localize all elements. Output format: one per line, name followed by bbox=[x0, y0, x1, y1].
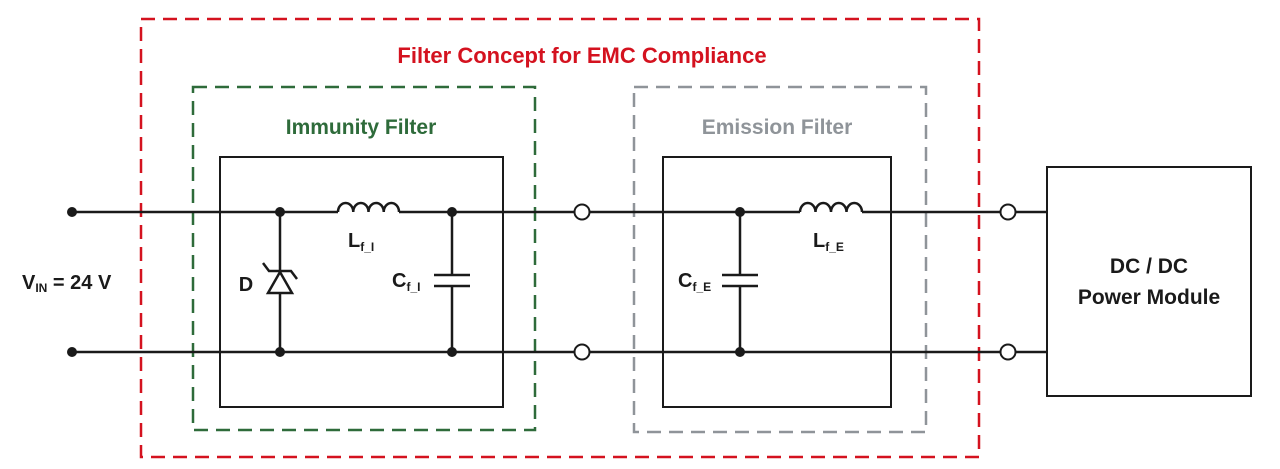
capacitor-cf-e-main: C bbox=[678, 270, 692, 292]
emission-filter-title: Emission Filter bbox=[702, 116, 853, 139]
capacitor-cf-i-main: C bbox=[392, 270, 406, 292]
input-terminal-bottom bbox=[67, 347, 77, 357]
connector-mid-bottom bbox=[573, 343, 591, 361]
emc-compliance-box bbox=[139, 17, 981, 459]
input-voltage-sub: IN bbox=[35, 281, 47, 295]
junction-cf-e-top bbox=[735, 207, 745, 217]
inductor-lf-e-main: L bbox=[813, 230, 825, 252]
inductor-lf-i bbox=[336, 201, 401, 213]
inductor-lf-e-label: Lf_E bbox=[813, 230, 844, 254]
junction-cf-i-bottom bbox=[447, 347, 457, 357]
input-terminal-top bbox=[67, 207, 77, 217]
immunity-filter-box bbox=[191, 85, 537, 432]
input-voltage-value: = 24 V bbox=[47, 272, 112, 294]
emission-filter-box bbox=[632, 85, 928, 434]
inductor-lf-e-sub: f_E bbox=[825, 240, 844, 254]
module-label-line1: DC / DC bbox=[1110, 255, 1188, 278]
junction-diode-bottom bbox=[275, 347, 285, 357]
junction-cf-i-top bbox=[447, 207, 457, 217]
module-label-line2: Power Module bbox=[1078, 286, 1220, 309]
junction-cf-e-bottom bbox=[735, 347, 745, 357]
immunity-filter-title: Immunity Filter bbox=[286, 116, 437, 139]
inductor-lf-i-sub: f_I bbox=[360, 240, 374, 254]
capacitor-cf-i bbox=[434, 212, 470, 352]
capacitor-cf-i-sub: f_I bbox=[406, 280, 420, 294]
capacitor-cf-i-label: Cf_I bbox=[392, 270, 420, 294]
tvs-diode bbox=[262, 212, 298, 352]
junction-diode-top bbox=[275, 207, 285, 217]
input-voltage-main: V bbox=[22, 272, 36, 294]
inductor-lf-i-main: L bbox=[348, 230, 360, 252]
inductor-lf-i-label: Lf_I bbox=[348, 230, 374, 254]
input-voltage-label: VIN = 24 V bbox=[22, 272, 112, 295]
diagram-title: Filter Concept for EMC Compliance bbox=[397, 43, 766, 68]
diode-label: D bbox=[239, 274, 253, 296]
immunity-filter-block bbox=[219, 156, 504, 408]
dc-dc-module-block bbox=[1046, 166, 1252, 397]
capacitor-cf-e-sub: f_E bbox=[692, 280, 711, 294]
connector-mid-top bbox=[573, 203, 591, 221]
inductor-lf-e bbox=[798, 201, 864, 213]
connector-out-top bbox=[999, 203, 1017, 221]
emission-filter-block bbox=[662, 156, 892, 408]
capacitor-cf-e-label: Cf_E bbox=[678, 270, 711, 294]
capacitor-cf-e bbox=[722, 212, 758, 352]
connector-out-bottom bbox=[999, 343, 1017, 361]
